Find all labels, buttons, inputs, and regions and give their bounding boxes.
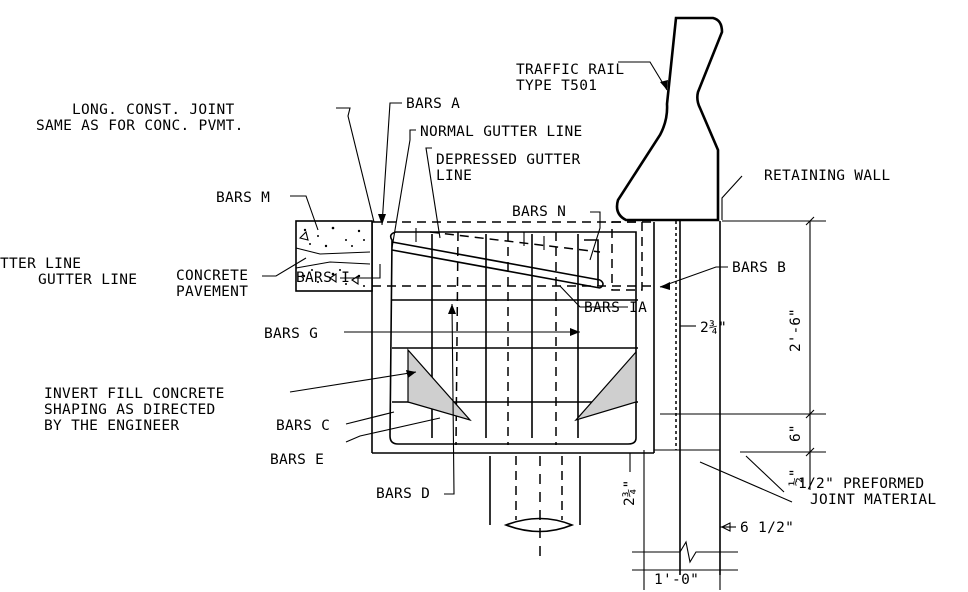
label-traffic-rail-1: TRAFFIC RAIL — [516, 62, 624, 78]
label-retaining-wall: RETAINING WALL — [764, 168, 890, 184]
label-preformed-2: JOINT MATERIAL — [810, 492, 936, 508]
label-bars-n: BARS N — [512, 204, 566, 220]
concrete-pavement — [295, 220, 373, 292]
invert-fill — [407, 348, 637, 422]
label-bars-ia: BARS IA — [584, 300, 647, 316]
label-dim-6: 6" — [788, 425, 804, 442]
label-bars-i: BARS I — [296, 270, 350, 286]
label-invert-3: BY THE ENGINEER — [44, 418, 179, 434]
dashed-lines — [372, 221, 654, 446]
label-bars-d: BARS D — [376, 486, 430, 502]
label-bars-e: BARS E — [270, 452, 324, 468]
outlet-pipe — [489, 456, 581, 560]
label-traffic-rail-2: TYPE T501 — [516, 78, 597, 94]
labels: TRAFFIC RAIL TYPE T501 BARS A LONG. CONS… — [0, 62, 936, 588]
label-depressed-gutter-1: DEPRESSED GUTTER — [436, 152, 580, 168]
label-invert-1: INVERT FILL CONCRETE — [44, 386, 225, 402]
label-concrete-2: PAVEMENT — [176, 284, 248, 300]
label-invert-2: SHAPING AS DIRECTED — [44, 402, 216, 418]
label-bars-c: BARS C — [276, 418, 330, 434]
label-left-cut-2: GUTTER LINE — [38, 272, 137, 288]
label-dim-2-3-4-a: 2¾" — [700, 320, 727, 336]
label-long-joint-2: SAME AS FOR CONC. PVMT. — [36, 118, 244, 134]
label-normal-gutter: NORMAL GUTTER LINE — [420, 124, 583, 140]
label-depressed-gutter-2: LINE — [436, 168, 472, 184]
inlet-box — [371, 222, 655, 454]
retaining-wall — [643, 221, 721, 575]
label-left-cut-1: TTER LINE — [0, 256, 81, 272]
label-dim-2-3-4-b: 2¾" — [622, 480, 638, 506]
label-bars-a: BARS A — [406, 96, 460, 112]
label-dim-6-half: 6 1/2" — [740, 520, 794, 536]
label-dim-1-0: 1'-0" — [654, 572, 699, 588]
traffic-rail — [615, 16, 724, 222]
dimension-lines — [629, 216, 826, 590]
label-concrete-1: CONCRETE — [176, 268, 248, 284]
label-long-joint-1: LONG. CONST. JOINT — [72, 102, 235, 118]
label-bars-m: BARS M — [216, 190, 270, 206]
label-bars-b: BARS B — [732, 260, 786, 276]
label-bars-g: BARS G — [264, 326, 318, 342]
leaders — [262, 61, 793, 503]
label-dim-half: ½" — [788, 469, 804, 486]
label-preformed-1: 1/2" PREFORMED — [798, 476, 924, 492]
label-dim-2-6: 2'-6" — [788, 308, 804, 352]
